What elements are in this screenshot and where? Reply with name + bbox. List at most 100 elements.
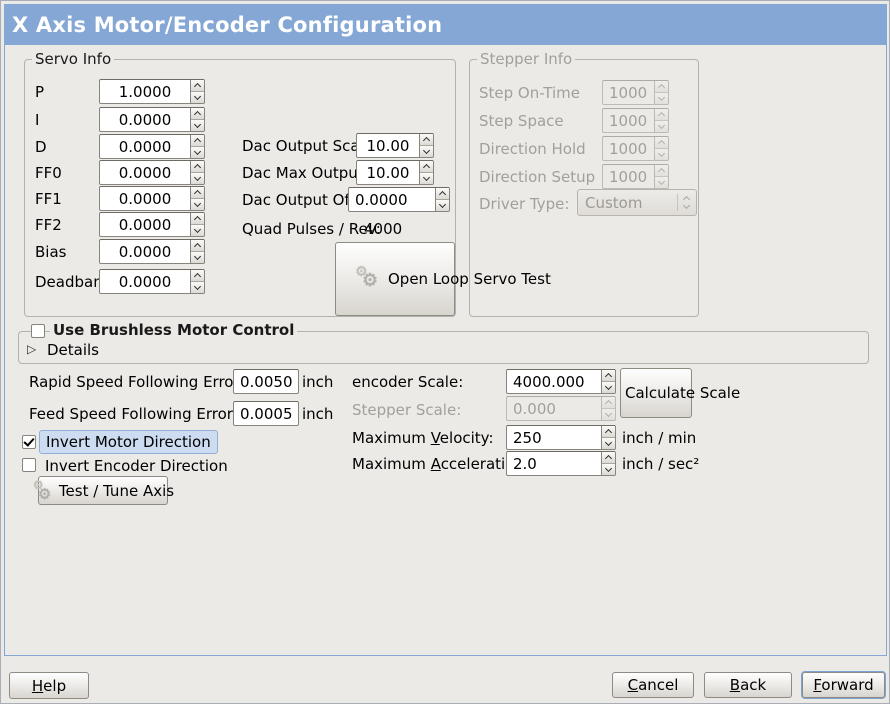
- brushless-checkbox-label[interactable]: Use Brushless Motor Control: [50, 321, 298, 339]
- feed-following-error-spinbox[interactable]: 0.0005: [233, 401, 299, 426]
- dac-output-scale-input[interactable]: 10.00: [366, 136, 410, 155]
- bias-spinbox[interactable]: 0.0000: [99, 239, 205, 264]
- spin-up-icon: [193, 242, 202, 251]
- stepper-scale-label: Stepper Scale:: [352, 401, 462, 419]
- deadband-label: Deadband: [35, 273, 113, 291]
- step-space-input: 1000: [609, 111, 648, 130]
- dac-output-scale-spin-down[interactable]: [420, 145, 433, 157]
- max-accel-spin-down[interactable]: [602, 463, 615, 475]
- invert-encoder-label[interactable]: Invert Encoder Direction: [45, 457, 228, 475]
- brushless-checkbox[interactable]: [31, 324, 45, 338]
- encoder-scale-spin-up[interactable]: [602, 370, 615, 381]
- spin-down-icon: [193, 199, 202, 208]
- direction-setup-spin-up: [655, 165, 668, 176]
- p-spin-down[interactable]: [191, 91, 204, 103]
- ff0-spin-down[interactable]: [191, 172, 204, 184]
- i-input[interactable]: 0.0000: [118, 110, 172, 129]
- ff1-input[interactable]: 0.0000: [118, 189, 172, 208]
- direction-setup-input: 1000: [609, 167, 648, 186]
- spin-up-icon: [604, 372, 613, 381]
- ff1-spin-down[interactable]: [191, 198, 204, 210]
- i-spin-down[interactable]: [191, 119, 204, 131]
- i-spin-up[interactable]: [191, 108, 204, 119]
- encoder-scale-input[interactable]: 4000.000: [513, 372, 585, 391]
- feed-following-error-input[interactable]: 0.0005: [240, 404, 293, 423]
- direction-hold-input: 1000: [609, 139, 648, 158]
- bias-spin-up[interactable]: [191, 240, 204, 251]
- max-velocity-unit: inch / min: [622, 429, 697, 447]
- ff0-label: FF0: [35, 164, 62, 182]
- invert-motor-checkbox[interactable]: [22, 435, 36, 449]
- dac-output-offset-input[interactable]: 0.0000: [355, 190, 408, 209]
- encoder-scale-spinbox[interactable]: 4000.000: [506, 369, 616, 394]
- deadband-spinbox[interactable]: 0.0000: [99, 269, 205, 294]
- d-spin-up[interactable]: [191, 135, 204, 146]
- ff2-spinbox[interactable]: 0.0000: [99, 212, 205, 237]
- dac-output-scale-spin-up[interactable]: [420, 134, 433, 145]
- spin-down-icon: [193, 252, 202, 261]
- bias-input[interactable]: 0.0000: [118, 242, 172, 261]
- deadband-spin-up[interactable]: [191, 270, 204, 281]
- spin-down-icon: [657, 121, 666, 130]
- ff1-spinbox[interactable]: 0.0000: [99, 186, 205, 211]
- max-velocity-spinbox[interactable]: 250: [506, 425, 616, 450]
- quad-pulses-value: 4000: [364, 220, 403, 238]
- ff2-label: FF2: [35, 216, 62, 234]
- ff1-spin-up[interactable]: [191, 187, 204, 198]
- dac-max-output-input[interactable]: 10.00: [366, 163, 410, 182]
- spin-down-icon: [657, 177, 666, 186]
- ff2-spin-down[interactable]: [191, 224, 204, 236]
- dac-output-scale-spinbox[interactable]: 10.00: [356, 133, 434, 158]
- step-space-spin-up: [655, 109, 668, 120]
- encoder-scale-spin-down[interactable]: [602, 381, 615, 393]
- rapid-following-error-input[interactable]: 0.0050: [240, 372, 293, 391]
- cancel-button[interactable]: Cancel: [612, 672, 694, 698]
- forward-button[interactable]: Forward: [802, 672, 885, 698]
- dac-max-output-spin-up[interactable]: [420, 161, 433, 172]
- d-spinbox[interactable]: 0.0000: [99, 134, 205, 159]
- bias-spin-down[interactable]: [191, 251, 204, 263]
- max-accel-spinbox[interactable]: 2.0: [506, 451, 616, 476]
- back-button[interactable]: Back: [704, 672, 792, 698]
- rapid-following-error-spinbox[interactable]: 0.0050: [233, 369, 299, 394]
- i-spinbox[interactable]: 0.0000: [99, 107, 205, 132]
- d-spin-down[interactable]: [191, 146, 204, 158]
- ff2-input[interactable]: 0.0000: [118, 215, 172, 234]
- help-button[interactable]: Help: [9, 672, 89, 699]
- open-loop-servo-test-button[interactable]: ⚙⚙ Open Loop Servo Test: [335, 242, 551, 316]
- ff2-spin-up[interactable]: [191, 213, 204, 224]
- dac-max-output-spin-down[interactable]: [420, 172, 433, 184]
- p-input[interactable]: 1.0000: [118, 82, 172, 101]
- dac-output-offset-spin-up[interactable]: [436, 188, 449, 199]
- max-velocity-spin-down[interactable]: [602, 437, 615, 449]
- forward-label: Forward: [813, 676, 874, 694]
- p-spin-up[interactable]: [191, 80, 204, 91]
- direction-setup-label: Direction Setup: [479, 168, 596, 186]
- max-velocity-input[interactable]: 250: [513, 428, 542, 447]
- dac-output-offset-spin-down[interactable]: [436, 199, 449, 211]
- details-expander[interactable]: Details: [47, 341, 100, 359]
- calculate-scale-button[interactable]: Calculate Scale: [620, 368, 740, 418]
- d-input[interactable]: 0.0000: [118, 137, 172, 156]
- spin-down-icon: [193, 120, 202, 129]
- max-accel-spin-up[interactable]: [602, 452, 615, 463]
- step-space-spin-down: [655, 120, 668, 132]
- i-label: I: [35, 111, 40, 129]
- max-accel-label: Maximum Acceleration:: [352, 455, 529, 473]
- invert-encoder-checkbox[interactable]: [22, 458, 36, 472]
- deadband-spin-down[interactable]: [191, 281, 204, 293]
- ff0-spinbox[interactable]: 0.0000: [99, 160, 205, 185]
- invert-motor-label[interactable]: Invert Motor Direction: [39, 430, 218, 454]
- ff0-spin-up[interactable]: [191, 161, 204, 172]
- spin-down-icon: [193, 282, 202, 291]
- test-tune-axis-button[interactable]: ⚙⚙ Test / Tune Axis: [33, 476, 174, 505]
- max-velocity-spin-up[interactable]: [602, 426, 615, 437]
- expander-collapsed-icon[interactable]: ▷: [27, 342, 37, 356]
- dac-output-offset-spinbox[interactable]: 0.0000: [348, 187, 450, 212]
- max-accel-input[interactable]: 2.0: [513, 454, 537, 473]
- deadband-input[interactable]: 0.0000: [118, 272, 172, 291]
- direction-hold-spin-up: [655, 137, 668, 148]
- dac-max-output-spinbox[interactable]: 10.00: [356, 160, 434, 185]
- p-spinbox[interactable]: 1.0000: [99, 79, 205, 104]
- ff0-input[interactable]: 0.0000: [118, 163, 172, 182]
